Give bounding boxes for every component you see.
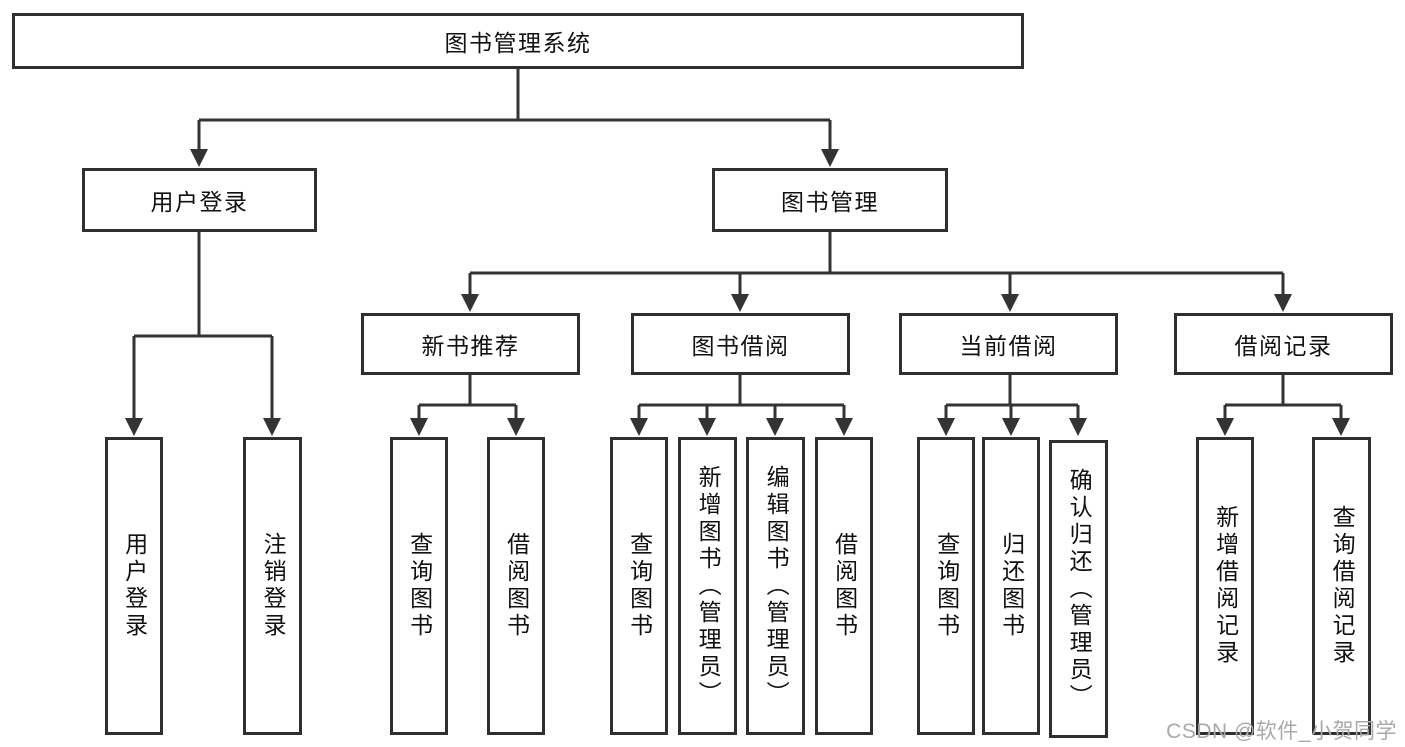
leaf-query-borrow-record: 查询借阅记录 bbox=[1312, 437, 1371, 735]
node-root-system: 图书管理系统 bbox=[12, 13, 1024, 69]
leaf-query-books-1: 查询图书 bbox=[390, 437, 448, 735]
leaf-query-books-2: 查询图书 bbox=[610, 437, 668, 735]
leaf-logout: 注销登录 bbox=[243, 437, 302, 735]
leaf-logout-label: 注销登录 bbox=[260, 532, 287, 640]
node-current-borrowing-label: 当前借阅 bbox=[959, 333, 1058, 359]
leaf-add-books-admin: 新增图书（管理员） bbox=[678, 437, 737, 735]
leaf-confirm-return-admin-label: 确认归还（管理员） bbox=[1066, 467, 1093, 711]
watermark-text: CSDN @软件_小贺同学 bbox=[1166, 720, 1397, 743]
leaf-user-login-label: 用户登录 bbox=[121, 532, 148, 640]
leaf-query-books-1-label: 查询图书 bbox=[406, 532, 433, 640]
leaf-query-books-3-label: 查询图书 bbox=[933, 532, 960, 640]
node-new-book-recommend-label: 新书推荐 bbox=[421, 333, 520, 359]
node-book-borrowing: 图书借阅 bbox=[631, 313, 850, 375]
node-borrow-records: 借阅记录 bbox=[1174, 313, 1393, 375]
node-book-management: 图书管理 bbox=[712, 168, 948, 232]
leaf-add-borrow-record: 新增借阅记录 bbox=[1196, 437, 1254, 735]
leaf-confirm-return-admin: 确认归还（管理员） bbox=[1049, 440, 1108, 738]
node-new-book-recommend: 新书推荐 bbox=[361, 313, 580, 375]
leaf-edit-books-admin-label: 编辑图书（管理员） bbox=[763, 464, 790, 708]
leaf-query-books-3: 查询图书 bbox=[917, 437, 975, 735]
leaf-query-books-2-label: 查询图书 bbox=[626, 532, 653, 640]
leaf-borrow-books-2-label: 借阅图书 bbox=[831, 532, 858, 640]
leaf-query-borrow-record-label: 查询借阅记录 bbox=[1329, 505, 1356, 667]
node-book-management-label: 图书管理 bbox=[781, 189, 879, 215]
node-borrow-records-label: 借阅记录 bbox=[1234, 333, 1333, 359]
node-user-login-label: 用户登录 bbox=[150, 189, 249, 215]
leaf-edit-books-admin: 编辑图书（管理员） bbox=[746, 437, 805, 735]
leaf-borrow-books-2: 借阅图书 bbox=[815, 437, 873, 735]
leaf-borrow-books-1: 借阅图书 bbox=[487, 437, 545, 735]
node-user-login: 用户登录 bbox=[82, 168, 317, 232]
node-current-borrowing: 当前借阅 bbox=[899, 313, 1118, 375]
leaf-return-books: 归还图书 bbox=[982, 437, 1040, 735]
node-book-borrowing-label: 图书借阅 bbox=[691, 333, 790, 359]
node-root-label: 图书管理系统 bbox=[444, 30, 592, 56]
leaf-user-login: 用户登录 bbox=[105, 437, 163, 735]
leaf-borrow-books-1-label: 借阅图书 bbox=[503, 532, 530, 640]
leaf-add-borrow-record-label: 新增借阅记录 bbox=[1212, 505, 1239, 667]
leaf-add-books-admin-label: 新增图书（管理员） bbox=[695, 464, 722, 708]
leaf-return-books-label: 归还图书 bbox=[998, 532, 1025, 640]
